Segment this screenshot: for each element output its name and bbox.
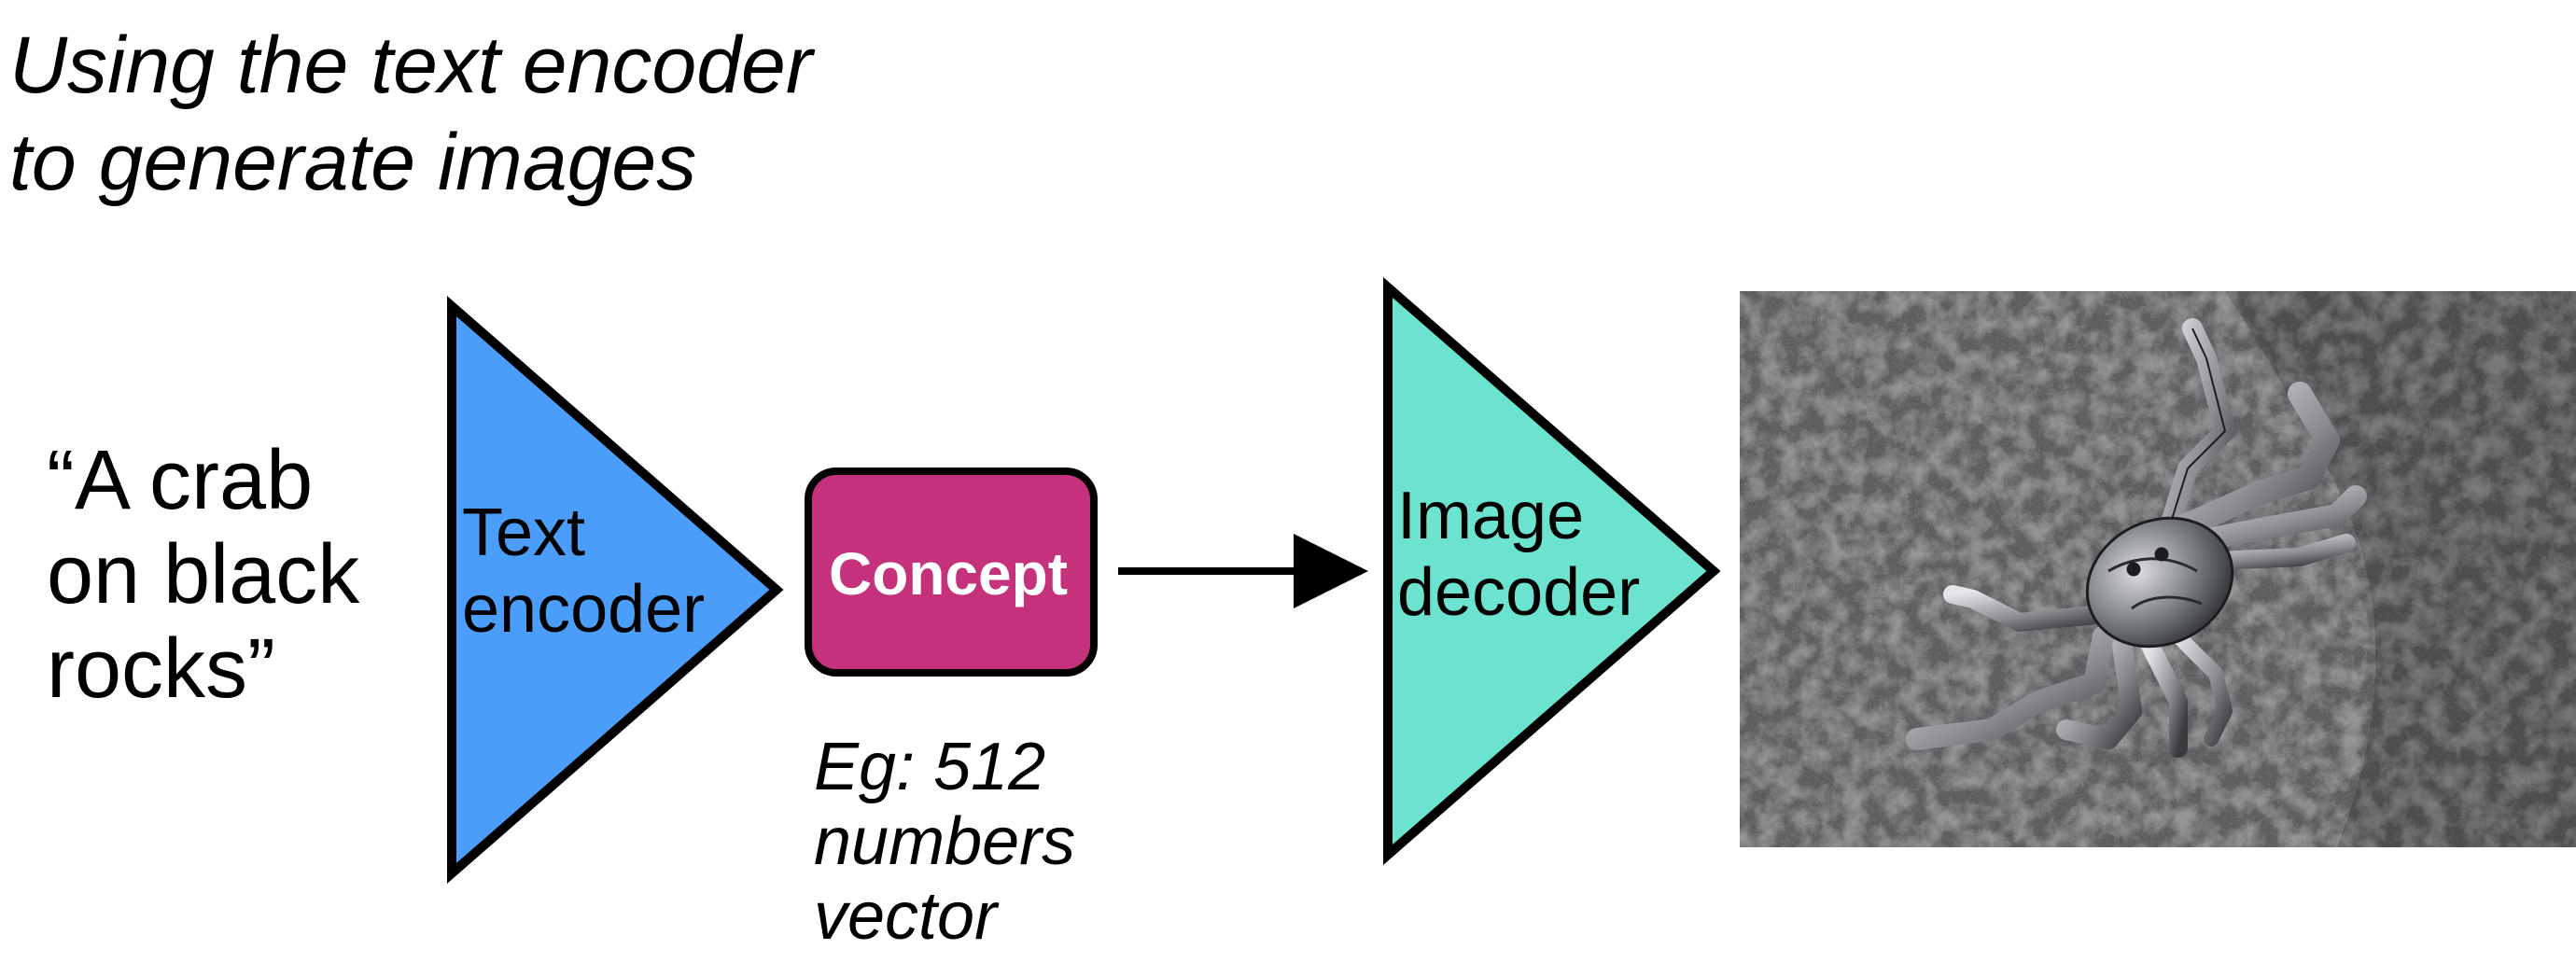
concept-label: Concept xyxy=(829,540,1068,607)
image-decoder-label: Image decoder xyxy=(1397,478,1640,631)
concept-box xyxy=(805,468,1098,677)
slide-title-line-1: Using the text encoder xyxy=(9,21,813,110)
text-prompt-line-1: “A crab xyxy=(47,434,314,527)
text-prompt-line-3: rocks” xyxy=(47,622,275,716)
concept-note: Eg: 512 numbers vector xyxy=(814,730,1075,954)
text-encoder-label-line-2: encoder xyxy=(462,572,706,647)
image-decoder-triangle xyxy=(1383,277,1721,865)
concept-note-line-2: numbers xyxy=(814,804,1076,879)
image-decoder-label-line-1: Image xyxy=(1397,479,1585,553)
text-prompt: “A crab on black rocks” xyxy=(47,434,359,717)
text-prompt-line-2: on black xyxy=(47,528,360,621)
image-decoder-label-line-2: decoder xyxy=(1397,555,1641,630)
text-encoder-label-line-1: Text xyxy=(462,495,586,570)
slide-title: Using the text encoder to generate image… xyxy=(9,17,813,211)
text-encoder-label: Text encoder xyxy=(462,495,705,648)
slide-title-line-2: to generate images xyxy=(9,118,697,207)
concept-note-line-3: vector xyxy=(814,879,998,954)
crab-photo xyxy=(1740,291,2576,847)
text-encoder-triangle xyxy=(447,295,784,885)
concept-note-line-1: Eg: 512 xyxy=(814,730,1046,804)
crab-figure xyxy=(1906,318,2367,758)
